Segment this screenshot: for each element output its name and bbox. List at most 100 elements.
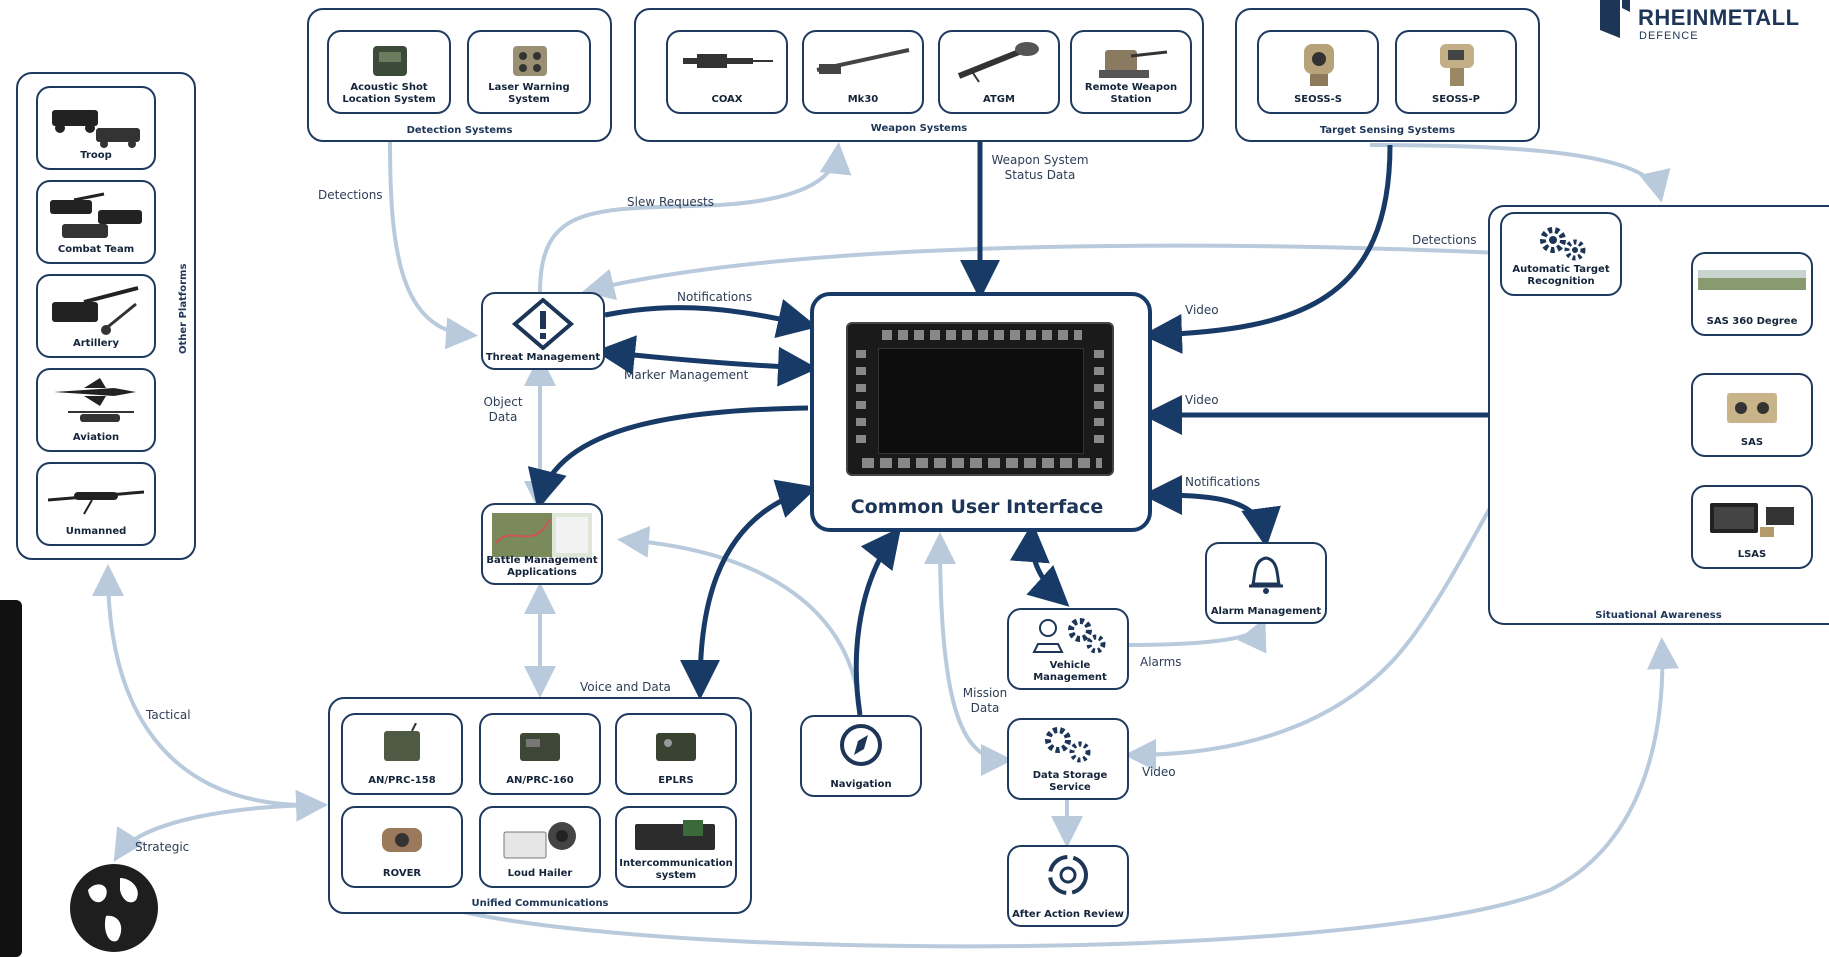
- missile-icon: [957, 42, 1039, 83]
- weapon-systems-title: Weapon Systems: [870, 123, 968, 134]
- aircraft-icon: [54, 378, 136, 422]
- card-label: Laser Warning System: [488, 82, 570, 105]
- card-label: Alarm Management: [1210, 606, 1322, 617]
- logo-sub: DEFENCE: [1639, 30, 1699, 42]
- threat-management-card[interactable]: Threat Management: [481, 292, 605, 370]
- arrow-cui-comms: [680, 479, 818, 700]
- platform-label: Unmanned: [65, 526, 127, 537]
- display-right-buttons: [1094, 350, 1104, 450]
- data-storage-card[interactable]: Data Storage Service: [1007, 718, 1129, 800]
- situational-awareness-title: Situational Awareness: [1595, 610, 1722, 621]
- card-label: SEOSS-S: [1294, 94, 1342, 105]
- label-voice-data: Voice and Data: [580, 680, 671, 694]
- acoustic-sensor-icon: [373, 46, 407, 76]
- atgm-card[interactable]: ATGM: [938, 30, 1060, 114]
- camera-sensor-icon: [1727, 393, 1777, 423]
- remote-weapon-station-card[interactable]: Remote Weapon Station: [1070, 30, 1192, 114]
- battle-management-card[interactable]: Battle Management Applications: [481, 503, 603, 585]
- card-label: Data Storage Service: [1032, 770, 1108, 793]
- vehicle-management-card[interactable]: Vehicle Management: [1007, 608, 1129, 690]
- cui-title: Common User Interface: [850, 496, 1104, 518]
- platform-troop[interactable]: Troop: [36, 86, 156, 170]
- an-prc-158-card[interactable]: AN/PRC-158: [341, 713, 463, 795]
- vehicle-gears-icon: [1032, 618, 1106, 654]
- card-label: After Action Review: [1012, 909, 1124, 920]
- display-viewport: [878, 348, 1084, 454]
- lsas-card[interactable]: LSAS: [1691, 485, 1813, 569]
- bell-icon: [1249, 556, 1283, 594]
- unified-communications-title: Unified Communications: [471, 898, 609, 909]
- sensor-turret-icon: [1304, 44, 1334, 86]
- loud-hailer-card[interactable]: Loud Hailer: [479, 806, 601, 888]
- remote-weapon-station-icon: [1099, 50, 1168, 78]
- radio-icon: [520, 733, 560, 761]
- platform-combat-team[interactable]: Combat Team: [36, 180, 156, 264]
- card-label: LSAS: [1737, 549, 1767, 560]
- rover-device-icon: [382, 828, 422, 852]
- alarm-management-card[interactable]: Alarm Management: [1205, 542, 1327, 624]
- laser-warning-card[interactable]: Laser Warning System: [467, 30, 591, 114]
- arrow-video-top: [1142, 144, 1393, 354]
- arrow-notifications-top: [604, 299, 818, 339]
- intercom-device-icon: [635, 820, 715, 850]
- display-kit-icon: [1710, 503, 1794, 537]
- mission-data-text: Mission Data: [962, 686, 1008, 715]
- arrow-notifications-right: [1142, 475, 1281, 548]
- label-marker-management: Marker Management: [624, 368, 749, 382]
- troop-vehicles-icon: [52, 110, 140, 148]
- intercom-card[interactable]: Intercommunication system: [615, 806, 737, 888]
- label-alarms: Alarms: [1140, 655, 1182, 669]
- arrow-alarms: [1124, 617, 1267, 654]
- card-label: SEOSS-P: [1432, 94, 1480, 105]
- card-label: Threat Management: [485, 352, 601, 363]
- mk30-card[interactable]: Mk30: [802, 30, 924, 114]
- sas-360-card[interactable]: SAS 360 Degree: [1691, 252, 1813, 336]
- arrow-detections-right: [582, 243, 1501, 301]
- platform-artillery[interactable]: Artillery: [36, 274, 156, 358]
- atr-card[interactable]: Automatic Target Recognition: [1500, 212, 1622, 296]
- navigation-card[interactable]: Navigation: [800, 715, 922, 797]
- seoss-s-card[interactable]: SEOSS-S: [1257, 30, 1379, 114]
- label-video-top: Video: [1185, 303, 1219, 317]
- sas-card[interactable]: SAS: [1691, 373, 1813, 457]
- arrow-cui-vehicle: [1009, 522, 1070, 607]
- label-weapon-status: Weapon System Status Data: [990, 153, 1090, 183]
- arrow-strategic: [113, 803, 326, 862]
- coax-card[interactable]: COAX: [666, 30, 788, 114]
- card-label: COAX: [711, 94, 743, 105]
- cannon-icon: [816, 48, 910, 74]
- label-slew-requests: Slew Requests: [627, 195, 714, 209]
- seoss-p-card[interactable]: SEOSS-P: [1395, 30, 1517, 114]
- acoustic-shot-location-card[interactable]: Acoustic Shot Location System: [327, 30, 451, 114]
- drone-icon: [47, 490, 145, 515]
- card-label: ATGM: [983, 94, 1015, 105]
- label-tactical: Tactical: [146, 708, 191, 722]
- object-data-text: Object Data: [483, 395, 523, 424]
- radio-icon: [656, 733, 696, 761]
- radio-icon: [384, 723, 420, 761]
- card-label: AN/PRC-158: [368, 775, 436, 786]
- map-screen-icon: [492, 513, 592, 557]
- arrow-slew-requests: [538, 142, 852, 293]
- an-prc-160-card[interactable]: AN/PRC-160: [479, 713, 601, 795]
- panorama-image-icon: [1698, 270, 1806, 290]
- arrow-mission-data: [924, 532, 1013, 776]
- other-platforms-title: Other Platforms: [178, 263, 189, 354]
- label-detections-right: Detections: [1412, 233, 1477, 247]
- label-object-data: Object Data: [480, 395, 526, 425]
- after-action-review-card[interactable]: After Action Review: [1007, 845, 1129, 927]
- label-video-mid: Video: [1185, 393, 1219, 407]
- logo-name: RHEINMETALL: [1638, 5, 1800, 30]
- rover-card[interactable]: ROVER: [341, 806, 463, 888]
- card-label: Loud Hailer: [507, 868, 573, 879]
- platform-aviation[interactable]: Aviation: [36, 368, 156, 452]
- label-strategic: Strategic: [135, 840, 190, 854]
- label-detections-left: Detections: [318, 188, 383, 202]
- eplrs-card[interactable]: EPLRS: [615, 713, 737, 795]
- platform-unmanned[interactable]: Unmanned: [36, 462, 156, 546]
- cui-display-screen[interactable]: [846, 322, 1114, 476]
- artillery-icon: [52, 286, 139, 335]
- globe-icon: [70, 864, 158, 952]
- card-label: Remote Weapon Station: [1084, 82, 1178, 105]
- display-top-buttons: [882, 330, 1082, 340]
